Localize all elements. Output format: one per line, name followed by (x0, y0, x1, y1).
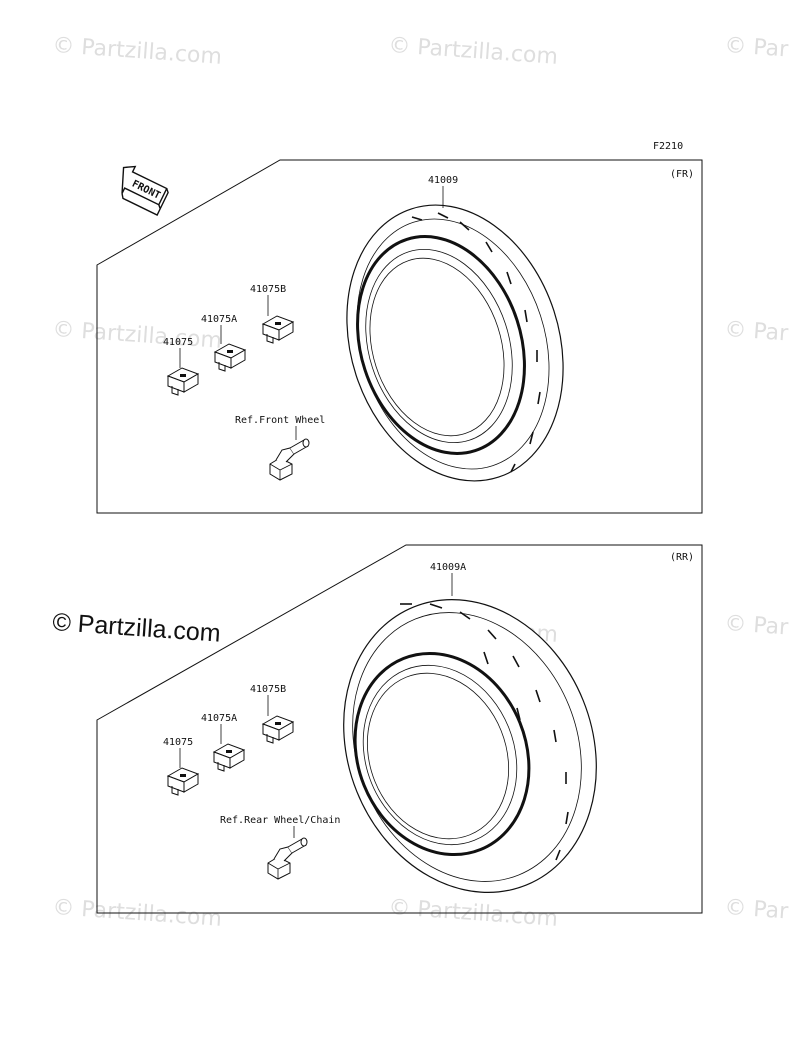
weight-label-41075b: 41075B (250, 684, 286, 695)
rear-valve-ref-label: Ref.Rear Wheel/Chain (220, 815, 340, 826)
watermark: © Partzilla.com (52, 33, 223, 70)
weight-label-41075a: 41075A (201, 314, 237, 325)
diagram-code: F2210 (653, 141, 683, 152)
balance-weight-41075[interactable] (167, 367, 199, 396)
rear-section: (RR) 41009A 41075 41075A 41075B (96, 544, 703, 931)
weight-label-41075: 41075 (163, 337, 193, 348)
watermark: © Par (724, 33, 790, 62)
rear-section-tag: (RR) (670, 552, 694, 563)
rear-tire[interactable] (301, 561, 640, 931)
front-tire-part-label: 41009 (428, 175, 458, 186)
front-valve-ref-label: Ref.Front Wheel (235, 415, 325, 426)
front-section: (FR) 41009 41075 41075A 41075B (96, 159, 703, 514)
watermark: © Par (724, 317, 790, 346)
watermark-prominent: © Partzilla.com (52, 608, 222, 648)
weight-label-41075: 41075 (163, 737, 193, 748)
front-valve-stem[interactable] (269, 438, 310, 481)
rear-section-border (96, 544, 703, 914)
balance-weight-41075a[interactable] (213, 743, 245, 772)
balance-weight-41075b[interactable] (262, 315, 294, 344)
front-tire[interactable] (313, 177, 598, 509)
rear-tire-part-label: 41009A (430, 562, 466, 573)
front-section-border (96, 159, 703, 514)
watermark: © Par (724, 895, 790, 924)
watermark: © Par (724, 611, 790, 640)
balance-weight-41075b[interactable] (262, 715, 294, 744)
watermark: © Partzilla.com (388, 33, 559, 70)
weight-label-41075a: 41075A (201, 713, 237, 724)
front-section-tag: (FR) (670, 169, 694, 180)
watermark: © Partzilla.com (52, 317, 223, 354)
weight-label-41075b: 41075B (250, 284, 286, 295)
rear-valve-stem[interactable] (267, 837, 308, 880)
front-direction-arrow: FRONT (121, 165, 169, 216)
balance-weight-41075[interactable] (167, 767, 199, 796)
